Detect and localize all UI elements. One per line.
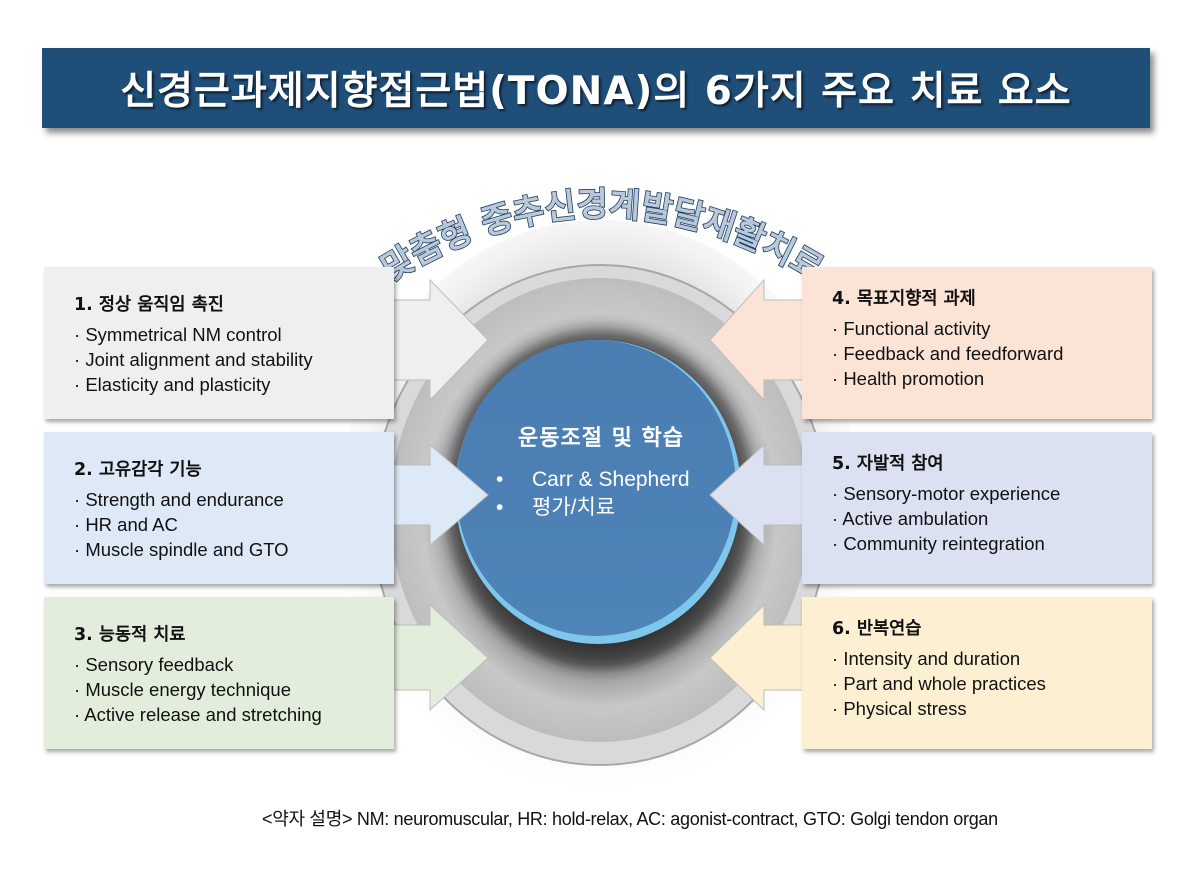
element-item: Muscle spindle and GTO — [74, 537, 288, 562]
core-circle — [456, 340, 736, 636]
element-item: Functional activity — [832, 316, 1063, 341]
element-item: Muscle energy technique — [74, 677, 322, 702]
element-box-6: 6. 반복연습 Intensity and duration Part and … — [802, 597, 1152, 749]
element-item: Intensity and duration — [832, 646, 1046, 671]
element-item: Active ambulation — [832, 506, 1060, 531]
element-item: Feedback and feedforward — [832, 341, 1063, 366]
abbreviation-footnote: <약자 설명> NM: neuromuscular, HR: hold-rela… — [262, 809, 998, 829]
center-item: • Carr & Shepherd — [466, 466, 746, 494]
arrow-6 — [709, 603, 805, 712]
element-item: Elasticity and plasticity — [74, 372, 313, 397]
element-item: Symmetrical NM control — [74, 322, 313, 347]
element-item: Part and whole practices — [832, 671, 1046, 696]
element-box-4: 4. 목표지향적 과제 Functional activity Feedback… — [802, 267, 1152, 419]
center-title: 운동조절 및 학습 — [518, 426, 684, 451]
element-item: Strength and endurance — [74, 487, 289, 512]
element-item: Physical stress — [832, 696, 1046, 721]
element-item: Community reintegration — [832, 531, 1060, 556]
bullet-icon: • — [496, 468, 504, 491]
element-box-5: 5. 자발적 참여 Sensory-motor experience Activ… — [802, 432, 1152, 584]
arrow-4 — [709, 278, 805, 402]
arrow-1 — [391, 278, 489, 402]
element-title: 1. 정상 움직임 촉진 — [74, 295, 224, 315]
element-item: Sensory feedback — [74, 652, 322, 677]
center-item: • 평가/치료 — [466, 494, 746, 522]
element-item: Sensory-motor experience — [832, 481, 1060, 506]
element-box-2: 2. 고유감각 기능 Strength and endurance HR and… — [44, 432, 394, 584]
element-title: 6. 반복연습 — [832, 619, 922, 639]
element-item: Joint alignment and stability — [74, 347, 312, 372]
center-content: 운동조절 및 학습 • Carr & Shepherd • 평가/치료 — [466, 420, 746, 522]
element-box-3: 3. 능동적 치료 Sensory feedback Muscle energy… — [44, 597, 394, 749]
title-banner: 신경근과제지향접근법(TONA)의 6가지 주요 치료 요소 — [42, 48, 1150, 128]
center-item-label: Carr & Shepherd — [532, 468, 690, 491]
element-item: Active release and stretching — [74, 702, 322, 727]
element-item: HR and AC — [74, 512, 289, 537]
element-title: 3. 능동적 치료 — [74, 625, 186, 645]
element-title: 5. 자발적 참여 — [832, 454, 944, 474]
center-item-label: 평가/치료 — [532, 496, 616, 519]
element-box-1: 1. 정상 움직임 촉진 Symmetrical NM control Join… — [44, 267, 394, 419]
element-item: Health promotion — [832, 366, 1063, 391]
bullet-icon: • — [496, 496, 504, 519]
page-title: 신경근과제지향접근법(TONA)의 6가지 주요 치료 요소 — [120, 69, 1072, 114]
arrow-3 — [391, 603, 489, 712]
element-title: 4. 목표지향적 과제 — [832, 289, 976, 309]
element-title: 2. 고유감각 기능 — [74, 460, 202, 480]
arrow-5 — [709, 443, 805, 547]
arrow-2 — [391, 443, 489, 547]
